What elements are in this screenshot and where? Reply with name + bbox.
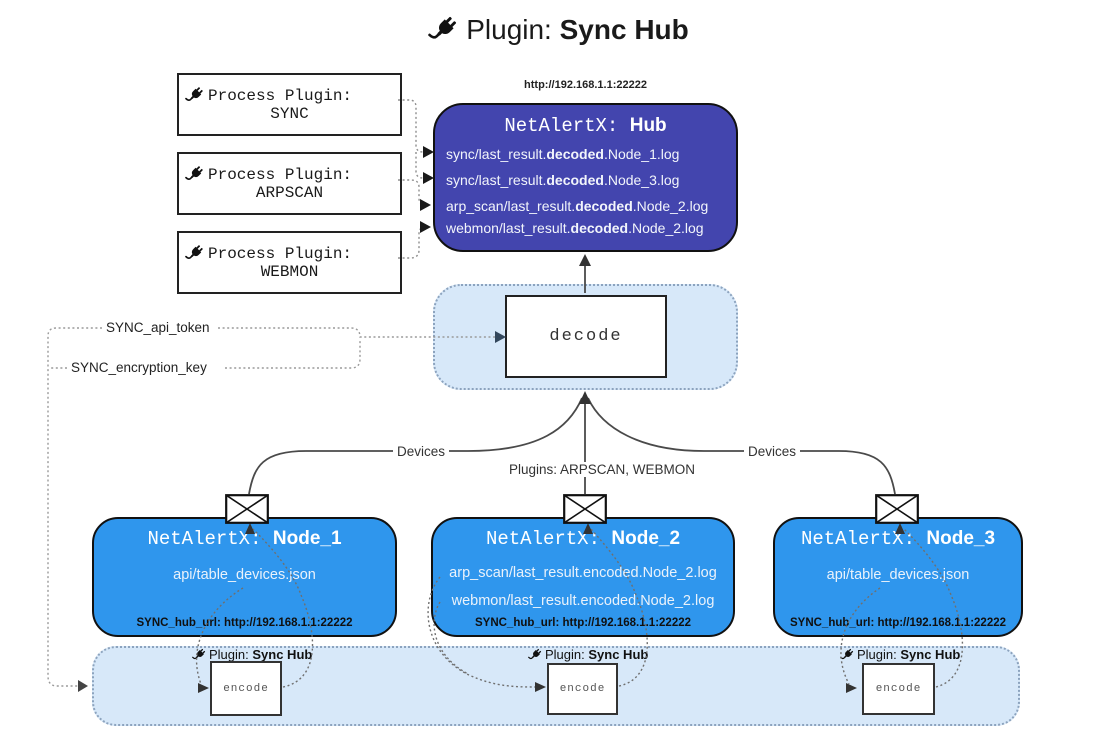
- hub-url: http://192.168.1.1:22222: [524, 79, 647, 91]
- node-box-node1: NetAlertX: Node_1 api/table_devices.json…: [92, 517, 397, 637]
- process-plugin-name: WEBMON: [260, 263, 319, 281]
- merge-to-decode-arrowhead: [579, 391, 591, 404]
- config-to-strip-arrowhead: [78, 680, 88, 692]
- process-plugin-name: ARPSCAN: [255, 184, 324, 202]
- title-prefix: Plugin:: [466, 14, 560, 45]
- node-line: arp_scan/last_result.encoded.Node_2.log: [449, 565, 717, 581]
- encode-box-2: encode: [547, 663, 618, 715]
- encoder-label-3: Plugin: Sync Hub: [840, 647, 960, 662]
- hub-log-arrowheads: [420, 146, 434, 233]
- plug-icon: [185, 165, 204, 184]
- node-hub-url: SYNC_hub_url: http://192.168.1.1:22222: [474, 617, 692, 629]
- encoder-label-1: Plugin: Sync Hub: [192, 647, 312, 662]
- sync-api-token-label: SYNC_api_token: [103, 320, 213, 335]
- node-title: NetAlertX: Node_3: [800, 528, 996, 550]
- hub-title-prefix: NetAlertX:: [504, 115, 630, 137]
- hub-box: NetAlertX: Hub sync/last_result.decoded.…: [433, 103, 738, 252]
- plug-icon: [185, 244, 204, 263]
- node-title: NetAlertX: Node_1: [147, 528, 342, 550]
- node-line: api/table_devices.json: [826, 567, 970, 583]
- node-title: NetAlertX: Node_2: [485, 528, 681, 550]
- node-box-node3: NetAlertX: Node_3 api/table_devices.json…: [773, 517, 1023, 637]
- plug-icon: [428, 15, 458, 45]
- process-plugin-label: Process Plugin:: [208, 165, 353, 184]
- hub-log-line: sync/last_result.decoded.Node_1.log: [446, 146, 680, 162]
- node-line: webmon/last_result.encoded.Node_2.log: [451, 593, 715, 609]
- hub-title: NetAlertX: Hub: [435, 115, 736, 137]
- page-title: Plugin: Sync Hub: [0, 14, 1117, 46]
- edge-label-plugins-mid: Plugins: ARPSCAN, WEBMON: [505, 462, 700, 477]
- edge-label-devices-left: Devices: [393, 444, 450, 459]
- process-to-hub-links: [398, 99, 428, 259]
- sync-encryption-key-label: SYNC_encryption_key: [68, 360, 210, 375]
- process-plugin-label: Process Plugin:: [208, 244, 353, 263]
- decode-box: decode: [505, 295, 667, 378]
- plug-icon: [185, 86, 204, 105]
- process-plugin-label: Process Plugin:: [208, 86, 353, 105]
- title-bold: Sync Hub: [559, 14, 689, 45]
- node-hub-url: SYNC_hub_url: http://192.168.1.1:22222: [789, 617, 1007, 629]
- plug-icon: [528, 648, 542, 662]
- hub-log-line: webmon/last_result.decoded.Node_2.log: [446, 220, 704, 236]
- process-plugin-box-sync: Process Plugin: SYNC: [177, 73, 402, 136]
- process-plugin-box-webmon: Process Plugin: WEBMON: [177, 231, 402, 294]
- edge-label-devices-right: Devices: [744, 444, 801, 459]
- node-box-node2: NetAlertX: Node_2 arp_scan/last_result.e…: [431, 517, 735, 637]
- encoder-label-2: Plugin: Sync Hub: [528, 647, 648, 662]
- node-line: api/table_devices.json: [173, 567, 316, 583]
- process-plugin-box-arpscan: Process Plugin: ARPSCAN: [177, 152, 402, 215]
- plug-icon: [192, 648, 206, 662]
- plug-icon: [840, 648, 854, 662]
- process-plugin-name: SYNC: [270, 105, 309, 123]
- hub-log-line: arp_scan/last_result.decoded.Node_2.log: [446, 198, 709, 214]
- hub-title-name: Hub: [629, 115, 667, 136]
- node-hub-url: SYNC_hub_url: http://192.168.1.1:22222: [136, 617, 353, 629]
- hub-log-line: sync/last_result.decoded.Node_3.log: [446, 172, 680, 188]
- encode-box-3: encode: [862, 663, 935, 715]
- encode-box-1: encode: [210, 661, 282, 716]
